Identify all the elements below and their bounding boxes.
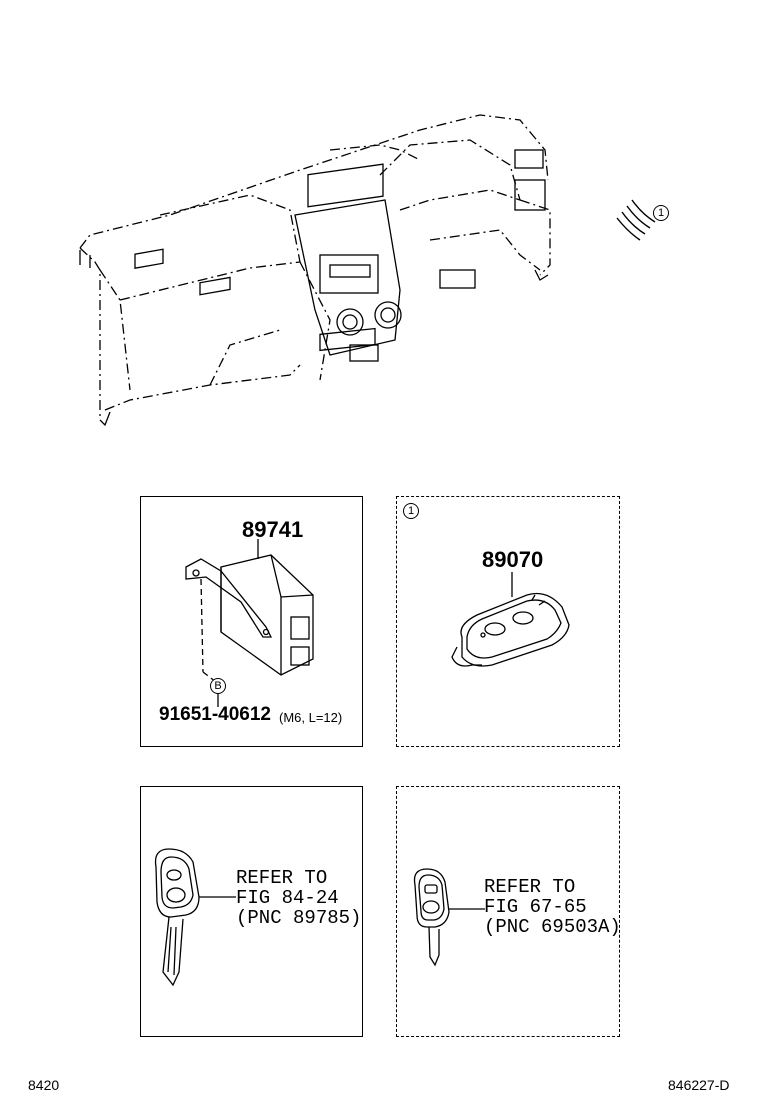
- footer-right-code: 846227-D: [668, 1077, 730, 1093]
- key-right-illustration: [413, 868, 485, 967]
- footer-left-code: 8420: [28, 1077, 60, 1093]
- key-right-refer-line2: FIG 67-65: [484, 896, 587, 918]
- ecu-part-number: 89741: [242, 517, 304, 542]
- bolt-spec: (M6, L=12): [279, 710, 343, 725]
- remote-key-illustration: [451, 572, 570, 667]
- remote-panel: 1 89070: [396, 496, 620, 747]
- key-left-refer-line1: REFER TO: [236, 867, 328, 889]
- remote-part-number: 89070: [482, 547, 544, 572]
- key-left-refer-line2: FIG 84-24: [236, 887, 339, 909]
- key-left-panel: REFER TO FIG 84-24 (PNC 89785): [140, 786, 363, 1037]
- reference-marker-1: 1: [653, 205, 669, 221]
- dashboard-illustration: [79, 114, 656, 427]
- reference-marker-1-panel: 1: [403, 503, 419, 519]
- key-right-panel: REFER TO FIG 67-65 (PNC 69503A): [396, 786, 621, 1037]
- key-right-refer-line1: REFER TO: [484, 876, 576, 898]
- key-left-refer-line3: (PNC 89785): [236, 907, 362, 929]
- ecu-panel: 89741 B 91651-40612 (M6, L=12): [140, 496, 363, 747]
- ecu-illustration: [185, 539, 314, 707]
- key-right-refer-line3: (PNC 69503A): [484, 916, 621, 938]
- bolt-part-number: 91651-40612: [159, 704, 271, 725]
- bolt-marker: B: [210, 678, 226, 694]
- key-left-illustration: [154, 848, 236, 987]
